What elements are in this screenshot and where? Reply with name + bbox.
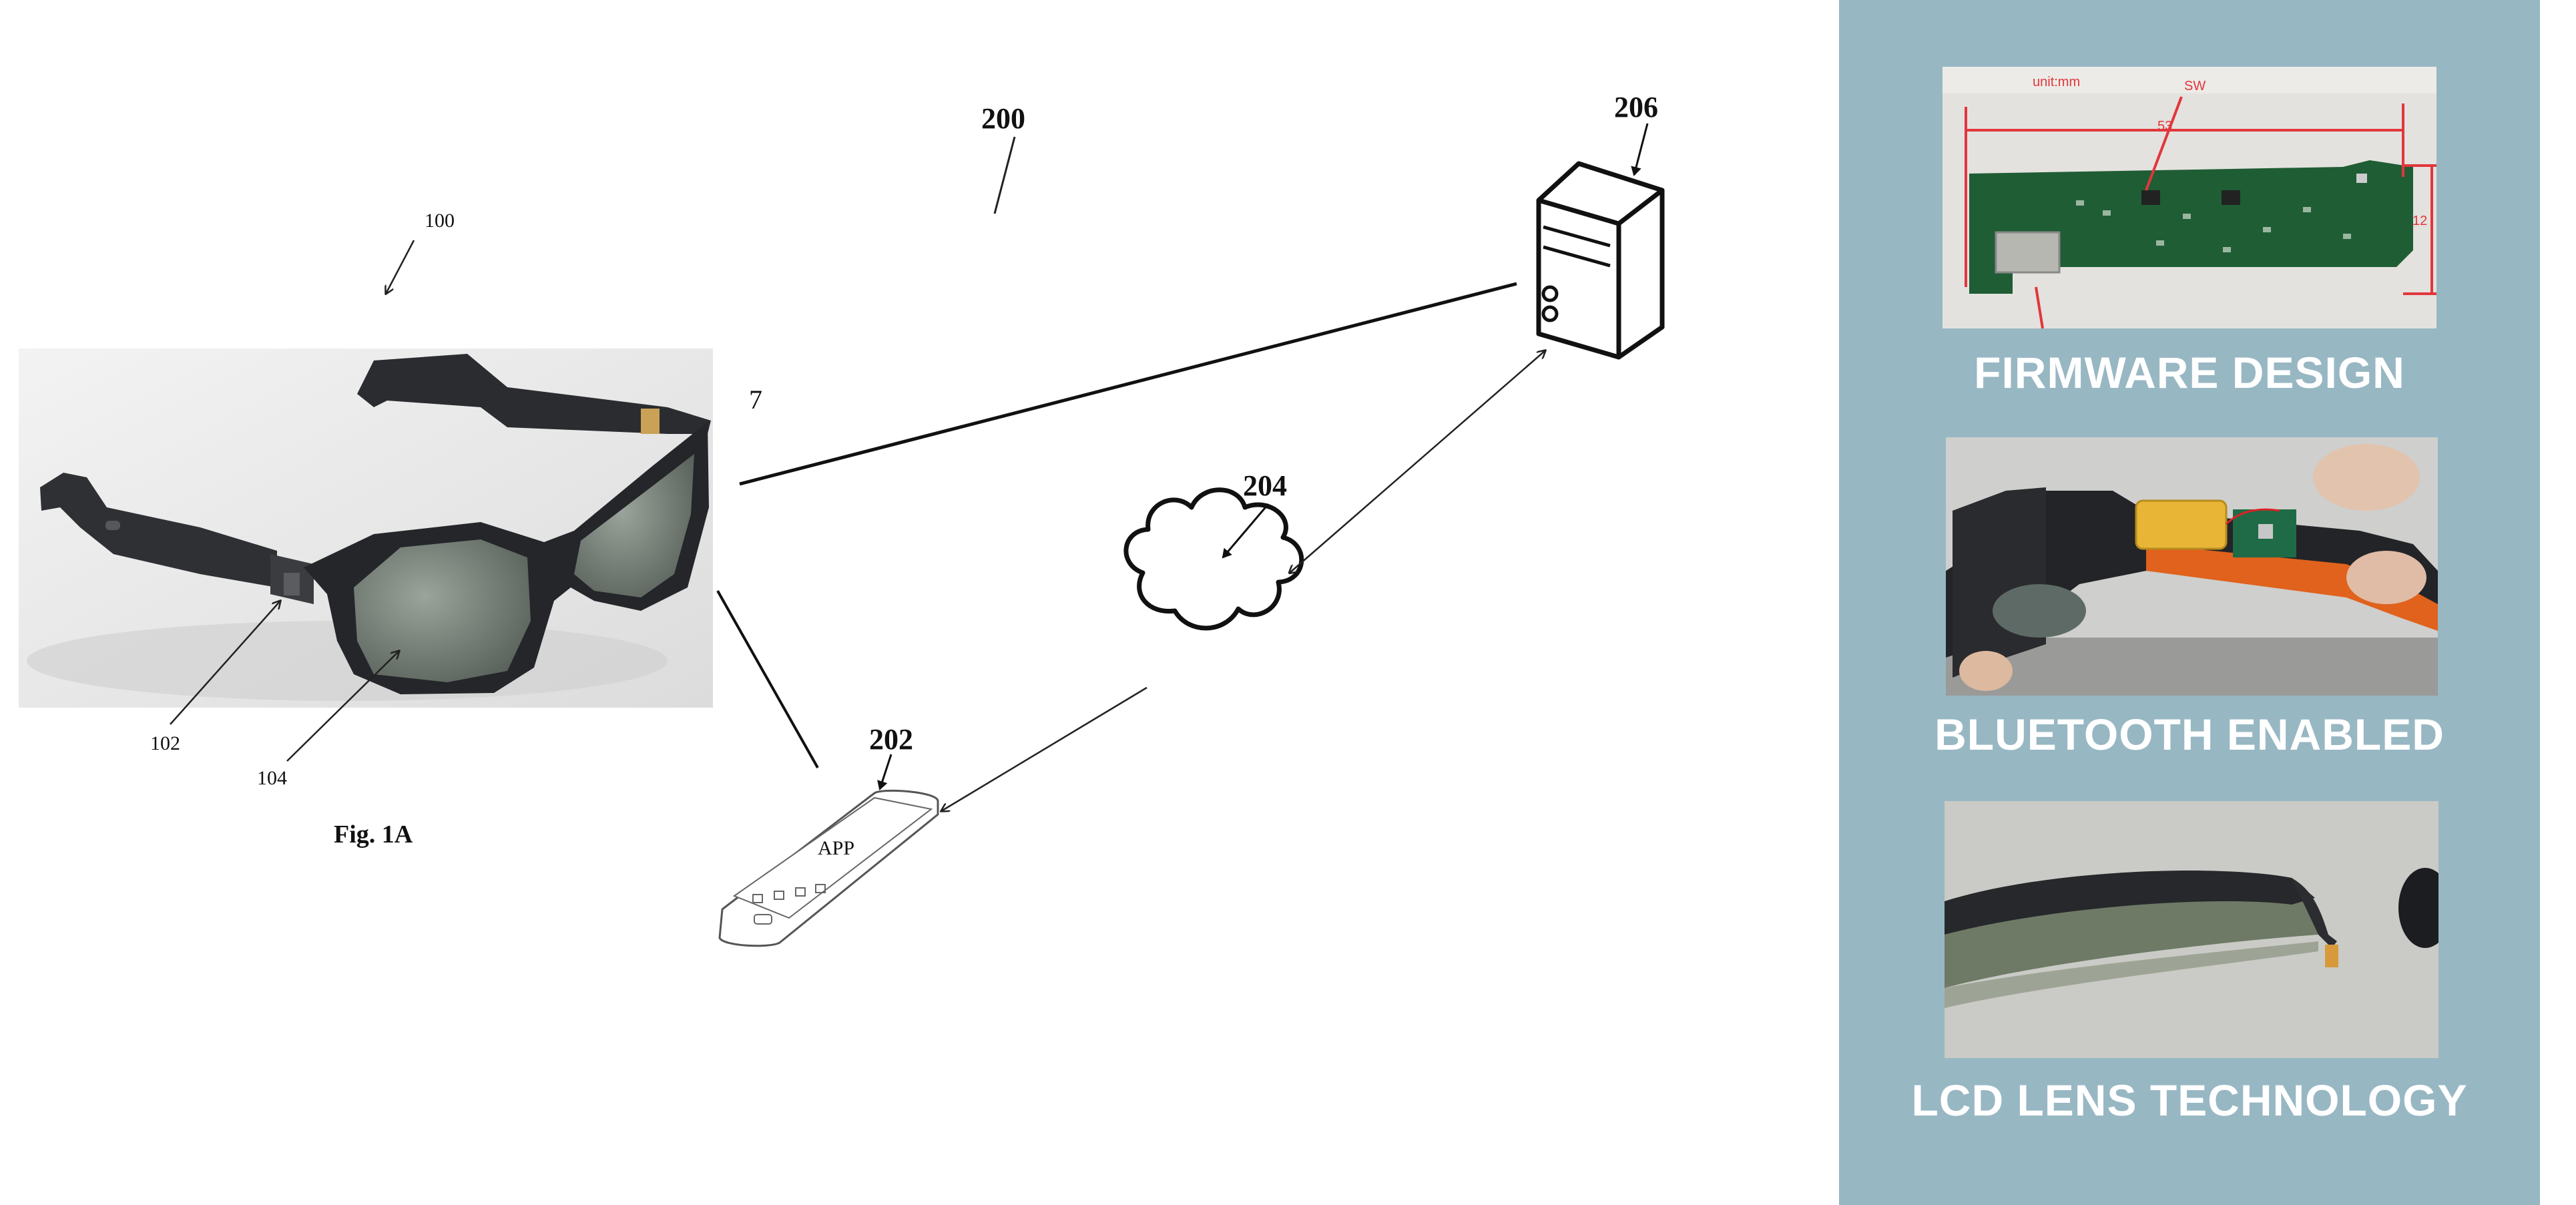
stray-mark: 7 bbox=[749, 385, 762, 415]
pcb-switch-label: SW bbox=[2184, 79, 2206, 93]
feature-title-lcd: LCD LENS TECHNOLOGY bbox=[1911, 1075, 2468, 1125]
ref-cloud-204: 204 bbox=[1243, 469, 1287, 502]
arrow-206 bbox=[1631, 123, 1649, 176]
arrow-204 bbox=[1222, 503, 1270, 559]
phone-icon bbox=[718, 789, 939, 947]
cloud-icon bbox=[1123, 487, 1304, 631]
arrow-100 bbox=[386, 240, 415, 294]
feature-title-firmware: FIRMWARE DESIGN bbox=[1974, 348, 2405, 397]
ref-system-200: 200 bbox=[981, 102, 1025, 135]
battery-module-photo bbox=[1946, 437, 2438, 696]
link-cloud-server bbox=[1290, 350, 1545, 573]
ref-phone-202: 202 bbox=[869, 723, 913, 756]
figure-label: Fig. 1A bbox=[334, 820, 413, 849]
arrow-104 bbox=[286, 651, 399, 762]
lcd-lens-photo bbox=[1945, 801, 2438, 1058]
server-icon bbox=[1536, 161, 1665, 360]
feature-panel: unit:mm SW 53 12 FIRMWARE DESIGN BLUETOO… bbox=[1839, 0, 2540, 1205]
ref-frame-102: 102 bbox=[150, 732, 180, 754]
system-diagram: 100 102 104 Fig. 1A 200 7 206 204 bbox=[19, 91, 1665, 947]
ref-glasses-100: 100 bbox=[425, 210, 455, 232]
arrow-102 bbox=[170, 601, 280, 725]
link-cloud-phone bbox=[941, 686, 1147, 811]
link-glasses-phone bbox=[716, 590, 819, 768]
pcb-unit-label: unit:mm bbox=[2033, 75, 2081, 89]
phone-app-label: APP bbox=[818, 837, 854, 859]
smart-glasses-photo bbox=[19, 348, 713, 708]
arrow-202 bbox=[877, 754, 892, 790]
pcb-length-label: 53 bbox=[2157, 119, 2173, 134]
circuit-board-photo: unit:mm SW 53 12 bbox=[1943, 67, 2436, 328]
ref-lens-104: 104 bbox=[257, 767, 287, 789]
feature-title-bluetooth: BLUETOOTH ENABLED bbox=[1935, 710, 2444, 759]
link-glasses-server bbox=[739, 282, 1517, 486]
leader-200 bbox=[993, 136, 1016, 214]
pcb-height-label: 12 bbox=[2412, 214, 2428, 228]
ref-server-206: 206 bbox=[1614, 91, 1658, 124]
